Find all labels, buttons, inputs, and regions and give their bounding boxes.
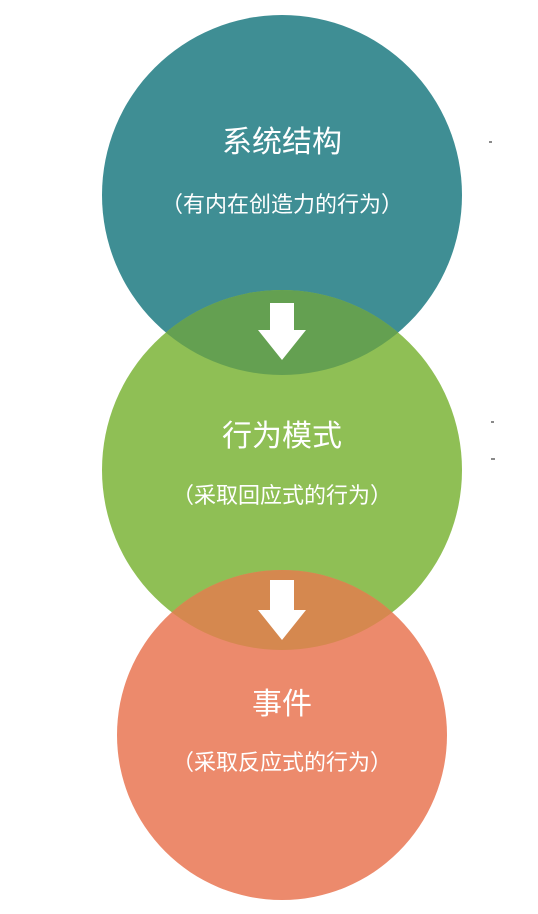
stray-mark (491, 421, 494, 423)
stray-mark (489, 141, 492, 143)
circle-system-structure (102, 15, 462, 375)
arrow-down-icon (258, 580, 306, 640)
arrow-down-icon (258, 303, 306, 360)
node-title-behavior-pattern: 行为模式 (222, 419, 342, 454)
node-subtitle-behavior-pattern: （采取回应式的行为） (172, 484, 392, 509)
circle-behavior-pattern (102, 290, 462, 650)
node-title-event: 事件 (252, 687, 312, 722)
node-title-system-structure: 系统结构 (222, 125, 342, 160)
circle-event (117, 570, 447, 900)
stray-mark (491, 458, 495, 460)
node-subtitle-system-structure: （有内在创造力的行为） (161, 193, 403, 218)
node-subtitle-event: （采取反应式的行为） (172, 751, 392, 776)
